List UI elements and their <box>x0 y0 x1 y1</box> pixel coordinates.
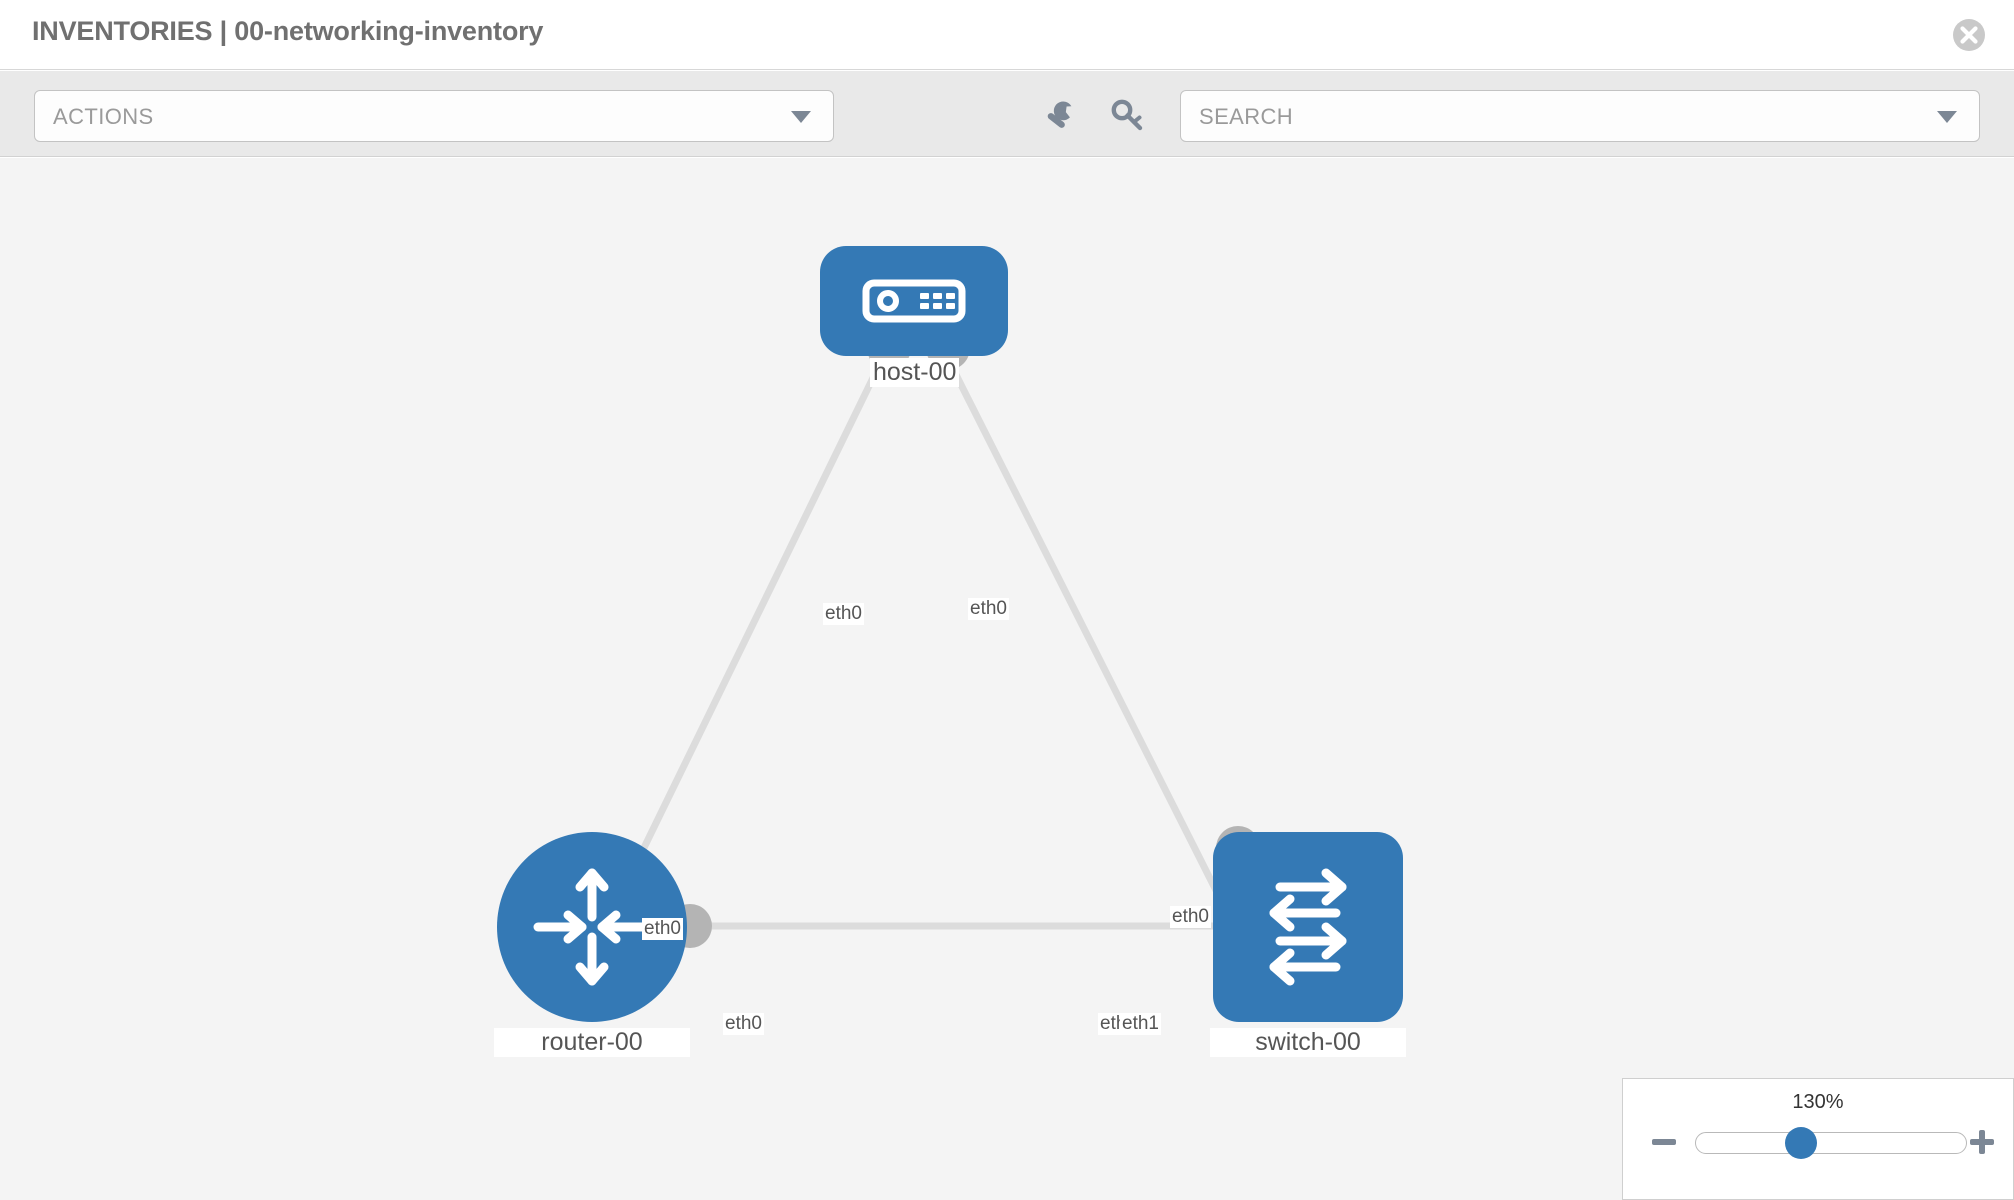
zoom-control-panel: 130% <box>1622 1078 2014 1200</box>
router-arrows-icon <box>533 868 651 986</box>
zoom-level-value: 130% <box>1792 1091 1844 1113</box>
close-icon[interactable] <box>1950 16 1988 54</box>
plus-icon <box>1970 1130 1994 1154</box>
key-icon[interactable] <box>1106 93 1150 137</box>
switch-arrows-icon <box>1269 868 1347 986</box>
zoom-in-button[interactable] <box>1967 1127 1997 1157</box>
edge-label-switch-eth1: eth1 <box>1120 1013 1161 1035</box>
search-input[interactable]: SEARCH <box>1180 90 1980 142</box>
edge-label-router-uplink-eth0: eth0 <box>642 918 683 940</box>
toolbar: ACTIONS SEARCH <box>0 71 2014 157</box>
zoom-slider-track[interactable] <box>1695 1132 1967 1154</box>
zoom-slider-handle[interactable] <box>1785 1127 1817 1159</box>
server-icon <box>862 279 966 323</box>
edge-label-host-eth0-left: eth0 <box>823 603 864 625</box>
link-host-router <box>596 341 894 940</box>
zoom-out-button[interactable] <box>1649 1127 1679 1157</box>
page-header: INVENTORIES | 00-networking-inventory <box>0 0 2014 70</box>
search-placeholder: SEARCH <box>1199 104 1294 129</box>
chevron-down-icon[interactable] <box>1937 111 1957 123</box>
node-label-switch-00: switch-00 <box>1210 1028 1406 1057</box>
page-title: INVENTORIES | 00-networking-inventory <box>32 16 544 46</box>
actions-dropdown[interactable]: ACTIONS <box>34 90 834 142</box>
node-label-host-00: host-00 <box>870 358 960 387</box>
edge-label-switch-uplink-eth0: eth0 <box>1170 906 1211 928</box>
switch-node-shape[interactable] <box>1213 832 1403 1022</box>
edge-label-router-eth0: eth0 <box>723 1013 764 1035</box>
link-host-switch <box>936 341 1244 940</box>
edge-label-host-eth0-right: eth0 <box>968 598 1009 620</box>
chevron-down-icon <box>791 111 811 123</box>
topology-canvas[interactable]: host-00 <box>0 158 2014 1200</box>
node-label-router-00: router-00 <box>494 1028 690 1057</box>
host-node-shape[interactable] <box>820 246 1008 356</box>
wrench-icon[interactable] <box>1038 93 1082 137</box>
actions-dropdown-label: ACTIONS <box>53 104 154 129</box>
minus-icon <box>1652 1139 1676 1145</box>
